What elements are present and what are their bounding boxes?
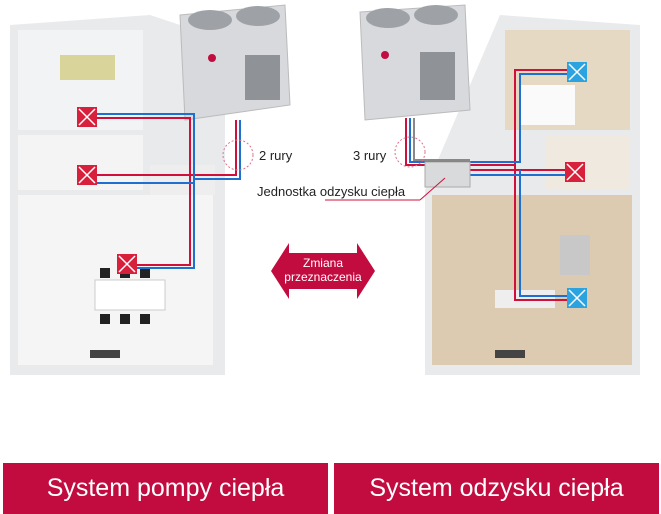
outdoor-unit-left	[179, 4, 291, 121]
heat-pump-system-banner: System pompy ciepła	[3, 463, 328, 514]
pipe-highlight-left	[222, 139, 254, 171]
outdoor-unit-right	[359, 4, 471, 121]
indoor-unit-heating	[117, 254, 137, 274]
recovery-unit-label: Jednostka odzysku ciepła	[257, 184, 406, 199]
indoor-unit-cooling	[567, 62, 587, 82]
heat-recovery-building	[425, 15, 640, 375]
change-purpose-label: Zmiana przeznaczenia	[271, 256, 375, 284]
three-pipe-lines	[405, 69, 570, 301]
change-purpose-line2: przeznaczenia	[284, 270, 362, 284]
two-pipe-lines	[95, 113, 241, 269]
indoor-unit-heating	[77, 107, 97, 127]
heat-recovery-unit	[424, 161, 471, 188]
indoor-unit-heating	[565, 162, 585, 182]
heat-pump-building	[10, 15, 225, 375]
change-purpose-arrow-icon	[271, 243, 375, 299]
indoor-unit-cooling	[567, 288, 587, 308]
indoor-unit-heating	[77, 165, 97, 185]
change-purpose-line1: Zmiana	[302, 256, 343, 270]
three-pipes-label: 3 rury	[353, 148, 387, 163]
two-pipes-label: 2 rury	[259, 148, 293, 163]
indoor-units	[77, 62, 587, 308]
pipe-highlight-right	[394, 136, 426, 168]
heat-recovery-system-banner: System odzysku ciepła	[334, 463, 659, 514]
